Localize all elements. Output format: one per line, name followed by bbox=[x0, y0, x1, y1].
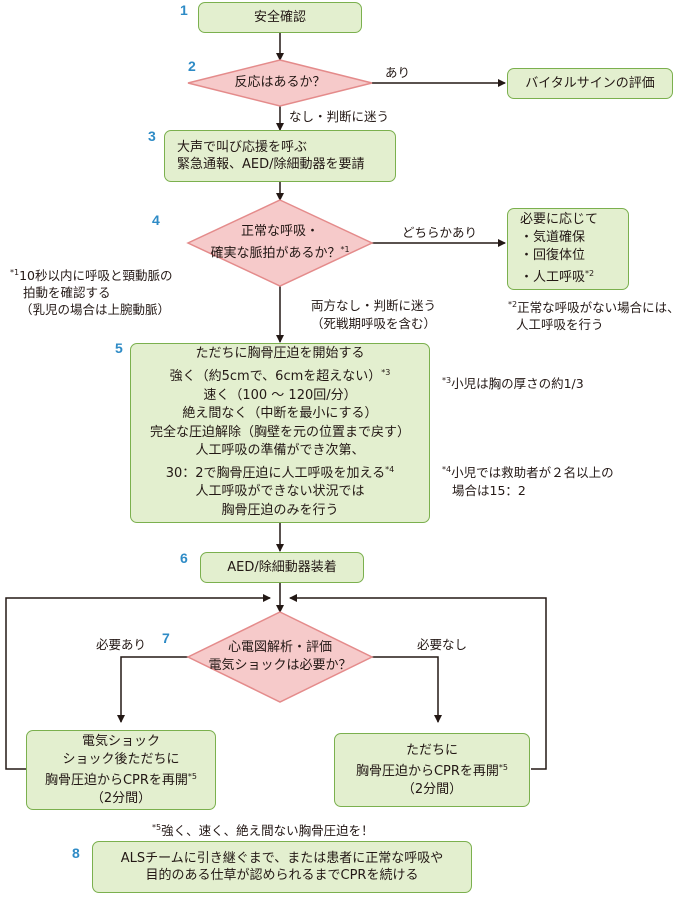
footnote-5-mark: *5 bbox=[152, 823, 162, 832]
footnote-2-mark: *2 bbox=[508, 300, 518, 309]
decision-4: 正常な呼吸・ 確実な脈拍があるか？*1 bbox=[188, 216, 372, 270]
step-1-box: 安全確認 bbox=[198, 2, 362, 33]
decision-2-shape bbox=[187, 59, 373, 107]
loop-shock-back bbox=[5, 594, 271, 770]
footnote-3-mark: *3 bbox=[442, 376, 452, 385]
step-number-3: 3 bbox=[148, 128, 156, 144]
edge-label-no-or-unsure: なし・判断に迷う bbox=[289, 109, 390, 124]
decision-4-line-1: 正常な呼吸・ bbox=[240, 224, 319, 239]
step-5-line-6: 人工呼吸の準備ができ次第、 bbox=[195, 443, 365, 459]
decision-7-line-2: 電気ショックは必要か？ bbox=[208, 658, 352, 673]
step-5-footnote-mark-3: *3 bbox=[381, 367, 391, 377]
shock-footnote-mark: *5 bbox=[187, 772, 198, 781]
footnote-4-line-1: 小児では救助者が２名以上の bbox=[451, 465, 614, 480]
decision-4-line-2: 確実な脈拍があるか？ bbox=[210, 246, 341, 261]
no-shock-footnote-mark: *5 bbox=[498, 763, 509, 773]
step-number-2: 2 bbox=[188, 58, 196, 74]
edge-label-needed: 必要あり bbox=[96, 637, 147, 652]
as-needed-title: 必要に応じて bbox=[520, 212, 599, 227]
no-shock-line-1: ただちに bbox=[405, 742, 458, 758]
step-5-line-4: 絶え間なく（中断を最小にする） bbox=[182, 406, 378, 422]
footnote-2-line-1: 正常な呼吸がない場合には、 bbox=[517, 300, 680, 315]
step-3-line-1: 大声で叫び応援を呼ぶ bbox=[177, 139, 308, 155]
footnote-3: *3小児は胸の厚さの約1/3 bbox=[442, 372, 584, 392]
step-5-line-3: 速く（100 ～ 120回/分） bbox=[203, 387, 357, 403]
edge-label-not-needed: 必要なし bbox=[417, 637, 468, 652]
as-needed-box: 必要に応じて ・気道確保 ・回復体位 ・人工呼吸*2 bbox=[507, 208, 629, 290]
footnote-4-line-2: 場合は15：2 bbox=[452, 483, 526, 498]
decision-7-line-1: 心電図解析・評価 bbox=[227, 640, 332, 655]
step-number-4: 4 bbox=[152, 212, 160, 228]
footnote-2-line-2: 人工呼吸を行う bbox=[516, 317, 604, 332]
step-number-1: 1 bbox=[180, 2, 188, 18]
step-5-line-7: 30：2で胸骨圧迫に人工呼吸を加える bbox=[165, 465, 386, 481]
as-needed-footnote-mark: *2 bbox=[585, 269, 595, 278]
footnote-1-line-2: 拍動を確認する bbox=[23, 285, 111, 300]
step-5-line-8: 人工呼吸ができない状況では bbox=[195, 484, 365, 500]
step-3-box: 大声で叫び応援を呼ぶ 緊急通報、AED/除細動器を要請 bbox=[164, 130, 396, 182]
step-8-line-2: 目的のある仕草が認められるまでCPRを続ける bbox=[145, 868, 419, 883]
arrow-7-to-shock bbox=[117, 656, 188, 723]
decision-4-shape bbox=[186, 199, 374, 287]
shock-line-3: 胸骨圧迫からCPRを再開 bbox=[44, 773, 188, 788]
edge-label-agonal-breathing: （死戦期呼吸を含む） bbox=[311, 316, 437, 331]
decision-2-text: 反応はあるか？ bbox=[234, 75, 326, 90]
edge-label-yes: あり bbox=[385, 65, 411, 80]
as-needed-item-ventilation: ・人工呼吸 bbox=[520, 270, 586, 285]
footnote-5-line-1: 強く、速く、絶え間ない胸骨圧迫を！ bbox=[161, 823, 374, 838]
step-6-box: AED/除細動器装着 bbox=[200, 552, 364, 583]
step-3-line-2: 緊急通報、AED/除細動器を要請 bbox=[177, 157, 365, 172]
footnote-5: *5強く、速く、絶え間ない胸骨圧迫を！ bbox=[152, 819, 374, 839]
step-5-line-1: ただちに胸骨圧迫を開始する bbox=[195, 346, 365, 362]
no-shock-line-3: （2分間） bbox=[401, 781, 463, 797]
as-needed-item-recovery: ・回復体位 bbox=[520, 248, 586, 263]
as-needed-item-airway: ・気道確保 bbox=[520, 230, 586, 245]
step-6-text: AED/除細動器装着 bbox=[227, 559, 337, 575]
shock-line-1: 電気ショック bbox=[81, 734, 160, 749]
shock-box: 電気ショック ショック後ただちに 胸骨圧迫からCPRを再開*5 （2分間） bbox=[26, 730, 216, 810]
footnote-1: *110秒以内に呼吸と頸動脈の 拍動を確認する （乳児の場合は上腕動脈） bbox=[10, 264, 173, 318]
step-5-box: ただちに胸骨圧迫を開始する 強く（約5cmで、6cmを超えない）*3 速く（10… bbox=[130, 343, 430, 523]
footnote-3-line-1: 小児は胸の厚さの約1/3 bbox=[451, 376, 584, 391]
step-5-footnote-mark-4: *4 bbox=[385, 464, 395, 474]
step-number-5: 5 bbox=[115, 340, 123, 356]
shock-line-2: ショック後ただちに bbox=[62, 751, 180, 767]
decision-7-shape bbox=[186, 611, 374, 703]
loop-no-shock-back bbox=[289, 594, 547, 770]
footnote-1-mark: *1 bbox=[10, 268, 20, 277]
step-number-8: 8 bbox=[72, 845, 80, 861]
step-8-box: ALSチームに引き継ぐまで、または患者に正常な呼吸や 目的のある仕草が認められる… bbox=[92, 841, 472, 893]
step-5-line-9: 胸骨圧迫のみを行う bbox=[221, 503, 339, 519]
no-shock-line-2: 胸骨圧迫からCPRを再開 bbox=[355, 764, 499, 780]
footnote-4-mark: *4 bbox=[442, 465, 452, 474]
footnote-1-line-3: （乳児の場合は上腕動脈） bbox=[20, 302, 171, 317]
no-shock-box: ただちに 胸骨圧迫からCPRを再開*5 （2分間） bbox=[334, 733, 530, 807]
decision-4-footnote-mark: *1 bbox=[340, 245, 350, 254]
vital-signs-text: バイタルサインの評価 bbox=[525, 75, 655, 91]
step-number-7: 7 bbox=[162, 630, 170, 646]
decision-2: 反応はあるか？ bbox=[188, 60, 372, 106]
edge-label-both-none: 両方なし・判断に迷う bbox=[311, 298, 437, 313]
shock-line-4: （2分間） bbox=[90, 790, 152, 806]
arrow-7-to-no-shock bbox=[372, 656, 442, 723]
edge-label-either: どちらかあり bbox=[402, 225, 478, 240]
footnote-2: *2正常な呼吸がない場合には、 人工呼吸を行う bbox=[508, 296, 680, 333]
decision-7: 心電図解析・評価 電気ショックは必要か？ bbox=[188, 630, 372, 684]
step-8-line-1: ALSチームに引き継ぐまで、または患者に正常な呼吸や bbox=[120, 850, 444, 866]
step-5-line-5: 完全な圧迫解除（胸壁を元の位置まで戻す） bbox=[149, 424, 410, 440]
step-5-line-2: 強く（約5cmで、6cmを超えない） bbox=[169, 368, 382, 384]
step-1-text: 安全確認 bbox=[253, 9, 306, 25]
footnote-4: *4小児では救助者が２名以上の 場合は15：2 bbox=[442, 461, 614, 500]
step-number-6: 6 bbox=[180, 550, 188, 566]
footnote-1-line-1: 10秒以内に呼吸と頸動脈の bbox=[19, 268, 173, 283]
vital-signs-box: バイタルサインの評価 bbox=[507, 68, 673, 99]
